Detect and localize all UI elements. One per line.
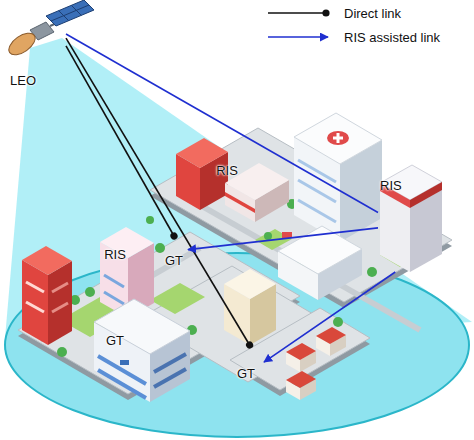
building-red-left	[52, 283, 68, 292]
ground-terminal-node: GT	[98, 330, 132, 350]
satellite-icon	[51, 5, 89, 21]
ris-assisted-link	[66, 34, 378, 212]
satellite-node: LEO	[8, 20, 66, 90]
legend-sample	[266, 6, 332, 20]
building-red-left	[26, 282, 44, 292]
building-white-blue	[94, 299, 190, 402]
building-white-blue	[154, 369, 186, 387]
tree	[155, 243, 165, 253]
ris-node: RIS	[98, 244, 132, 264]
city-ground	[150, 128, 452, 302]
ground-terminal-node: GT	[160, 236, 188, 270]
building-white-blue	[98, 370, 146, 398]
tree	[146, 216, 154, 224]
tree	[367, 267, 377, 277]
legend-sample	[266, 30, 332, 44]
car	[120, 360, 129, 365]
legend-line	[268, 12, 326, 14]
hospital-building	[298, 160, 336, 182]
satellite-icon	[5, 29, 39, 59]
building-red-left	[26, 302, 44, 312]
building-red-left	[22, 246, 72, 275]
legend-row: Direct link	[266, 1, 440, 25]
tree	[57, 347, 67, 357]
ris-node: RIS	[210, 160, 244, 180]
house	[286, 327, 346, 400]
building-pink	[104, 275, 124, 287]
tree	[333, 317, 343, 327]
node-label: LEO	[10, 73, 36, 88]
building-white-blue	[94, 299, 190, 354]
tree	[85, 287, 95, 297]
building-pink	[104, 292, 124, 304]
building-red-left	[48, 261, 72, 345]
hospital-building	[298, 180, 336, 202]
legend-label: Direct link	[344, 6, 401, 21]
green-patch	[150, 283, 205, 314]
house	[316, 327, 346, 344]
house	[286, 343, 316, 360]
coverage-beam	[4, 38, 472, 437]
ris-building-right	[380, 165, 442, 272]
building-white-blue	[154, 354, 186, 372]
legend: Direct linkRIS assisted link	[266, 1, 440, 49]
building-white-low	[278, 226, 362, 274]
direct-link	[66, 38, 250, 345]
satellite-icon	[46, 0, 94, 26]
hospital-building	[327, 131, 349, 145]
ris-node: RIS	[378, 176, 442, 272]
building-red-left	[22, 260, 48, 345]
satellite-icon	[5, 0, 94, 59]
building-red-left	[52, 303, 68, 312]
legend-row: RIS assisted link	[266, 25, 440, 49]
building-beige	[224, 269, 276, 299]
node-label: RIS	[104, 247, 126, 262]
ris-assisted-link	[264, 272, 395, 362]
node-label: RIS	[380, 178, 402, 193]
building-white-blue	[98, 356, 146, 384]
hospital-building	[333, 137, 343, 140]
building-red-left	[22, 246, 72, 345]
ris-building-right	[410, 182, 442, 208]
tree	[264, 232, 272, 240]
node-label: GT	[106, 333, 124, 348]
legend-line	[268, 36, 328, 38]
legend-label: RIS assisted link	[344, 30, 440, 45]
building-shop	[225, 192, 255, 213]
ground-terminal-node: GT	[228, 345, 264, 383]
building-beige	[224, 269, 276, 345]
car	[120, 232, 292, 365]
hospital-building	[294, 113, 382, 164]
hospital-building	[294, 113, 382, 242]
ris-assisted-link	[188, 228, 378, 250]
house	[286, 371, 316, 388]
node-label: RIS	[216, 163, 238, 178]
node-label: GT	[237, 366, 255, 381]
node-label: GT	[165, 253, 183, 268]
direct-link	[66, 46, 174, 236]
hospital-building	[298, 200, 336, 222]
city-ground	[18, 128, 452, 400]
